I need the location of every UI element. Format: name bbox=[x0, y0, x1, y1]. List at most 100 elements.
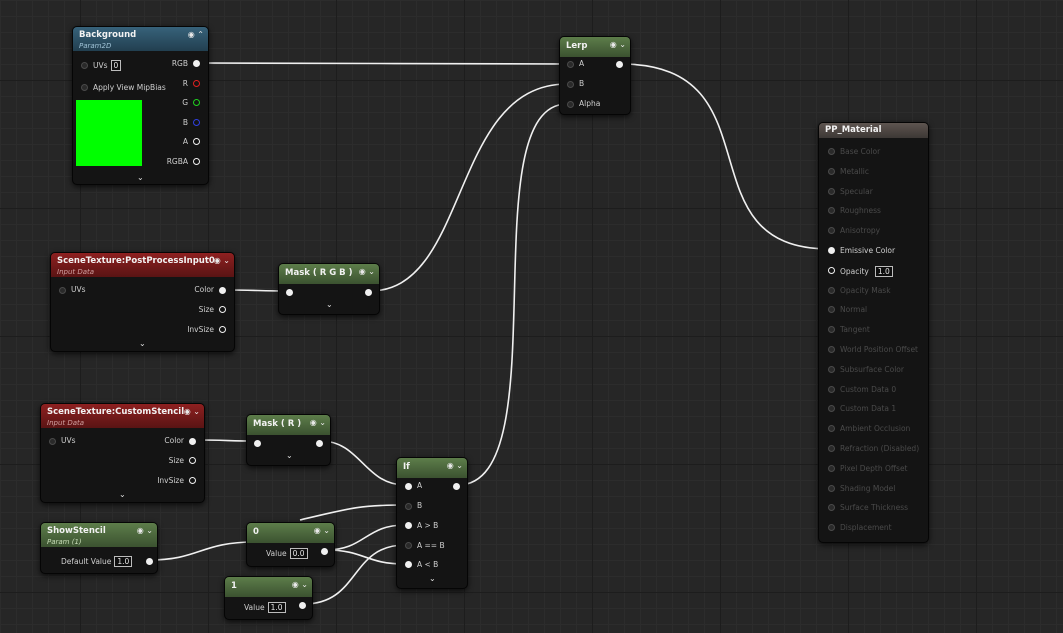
output-invsize-pin[interactable] bbox=[189, 477, 196, 484]
uvs-value-field[interactable]: 0 bbox=[110, 60, 122, 71]
output-color-pin[interactable] bbox=[219, 287, 226, 294]
material-input-pin[interactable] bbox=[828, 306, 835, 314]
node-title: ShowStencil bbox=[47, 526, 106, 536]
node-header[interactable]: ShowStencil Param (1) ◉ ⌄ bbox=[41, 523, 157, 547]
node-header[interactable]: If ◉ ⌄ bbox=[397, 458, 467, 478]
input-b-pin[interactable] bbox=[405, 503, 412, 510]
preview-toggle-icon[interactable]: ◉ ⌄ bbox=[183, 407, 200, 416]
output-size-pin[interactable] bbox=[189, 457, 196, 464]
expand-chevron-icon[interactable]: ⌄ bbox=[286, 451, 293, 460]
output-pin[interactable] bbox=[321, 548, 328, 555]
input-alpha-pin[interactable] bbox=[567, 101, 574, 108]
input-altb-pin[interactable] bbox=[405, 561, 412, 568]
node-header[interactable]: SceneTexture:CustomStencil Input Data ◉ … bbox=[41, 404, 204, 428]
material-input-pin[interactable] bbox=[828, 445, 835, 452]
apply-mipbias-pin[interactable] bbox=[81, 84, 88, 91]
output-b-pin[interactable] bbox=[193, 119, 200, 126]
output-pin[interactable] bbox=[365, 289, 372, 296]
output-color-pin[interactable] bbox=[189, 438, 196, 445]
scenetexture-postprocess-node[interactable]: SceneTexture:PostProcessInput0 Input Dat… bbox=[50, 252, 235, 352]
preview-toggle-icon[interactable]: ◉ ⌄ bbox=[291, 580, 308, 589]
material-input-pin[interactable] bbox=[828, 247, 835, 254]
preview-toggle-icon[interactable]: ◉ ⌄ bbox=[309, 418, 326, 427]
preview-toggle-icon[interactable]: ◉ ⌄ bbox=[313, 526, 330, 535]
input-aeqb-pin[interactable] bbox=[405, 542, 412, 549]
material-input-pin[interactable] bbox=[828, 326, 835, 334]
material-input-pin[interactable] bbox=[828, 207, 835, 215]
lerp-node[interactable]: Lerp ◉ ⌄ A B Alpha bbox=[559, 36, 631, 115]
material-input-pin[interactable] bbox=[828, 484, 835, 492]
default-value-field[interactable]: 1.0 bbox=[114, 556, 133, 567]
uvs-input-pin[interactable] bbox=[81, 62, 88, 69]
preview-toggle-icon[interactable]: ◉ ⌄ bbox=[609, 40, 626, 49]
preview-toggle-icon[interactable]: ◉ ⌄ bbox=[358, 267, 375, 276]
input-pin[interactable] bbox=[254, 440, 261, 447]
value-field[interactable]: 0.0 bbox=[289, 548, 308, 559]
output-pin[interactable] bbox=[146, 558, 153, 565]
node-header[interactable]: Mask ( R G B ) ◉ ⌄ bbox=[279, 264, 379, 284]
material-input-pin[interactable] bbox=[828, 266, 835, 274]
output-rgb-pin[interactable] bbox=[193, 60, 200, 67]
preview-toggle-icon[interactable]: ◉ ⌄ bbox=[213, 256, 230, 265]
material-input-pin[interactable] bbox=[828, 227, 835, 235]
node-header[interactable]: Lerp ◉ ⌄ bbox=[560, 37, 630, 57]
input-a-pin[interactable] bbox=[405, 483, 412, 490]
output-r-pin[interactable] bbox=[193, 80, 200, 87]
input-pin[interactable] bbox=[286, 289, 293, 296]
node-header[interactable]: 0 ◉ ⌄ bbox=[247, 523, 334, 543]
if-node[interactable]: If ◉ ⌄ A B A > B A == B A < B ⌄ bbox=[396, 457, 468, 589]
material-input-pin[interactable] bbox=[828, 464, 835, 472]
output-rgba-pin[interactable] bbox=[193, 158, 200, 165]
material-input-pin[interactable] bbox=[828, 365, 835, 373]
material-input-pin[interactable] bbox=[828, 425, 835, 433]
expand-chevron-icon[interactable]: ⌄ bbox=[326, 300, 333, 309]
material-input-pin[interactable] bbox=[828, 524, 835, 532]
node-header[interactable]: PP_Material bbox=[819, 123, 928, 138]
uvs-input-pin[interactable] bbox=[59, 287, 66, 294]
node-header[interactable]: Mask ( R ) ◉ ⌄ bbox=[247, 415, 330, 435]
material-input-pin[interactable] bbox=[828, 504, 835, 512]
uvs-input-pin[interactable] bbox=[49, 438, 56, 445]
input-b-pin[interactable] bbox=[567, 81, 574, 88]
output-pin[interactable] bbox=[316, 440, 323, 447]
input-a-pin[interactable] bbox=[567, 61, 574, 68]
node-header[interactable]: Background Param2D ◉ ⌃ bbox=[73, 27, 208, 51]
material-input-pin[interactable] bbox=[828, 385, 835, 393]
material-input-pin[interactable] bbox=[828, 346, 835, 353]
preview-toggle-icon[interactable]: ◉ ⌄ bbox=[446, 461, 463, 470]
output-g-pin[interactable] bbox=[193, 99, 200, 106]
material-input-label: Specular bbox=[840, 186, 873, 196]
input-agtb-pin[interactable] bbox=[405, 522, 412, 529]
value-label: Value bbox=[266, 549, 287, 558]
output-pin[interactable] bbox=[299, 602, 306, 609]
output-pin[interactable] bbox=[616, 61, 623, 68]
output-invsize-pin[interactable] bbox=[219, 326, 226, 333]
value-field[interactable]: 1.0 bbox=[267, 602, 286, 613]
expand-chevron-icon[interactable]: ⌄ bbox=[137, 173, 144, 182]
scenetexture-customstencil-node[interactable]: SceneTexture:CustomStencil Input Data ◉ … bbox=[40, 403, 205, 503]
preview-toggle-icon[interactable]: ◉ ⌄ bbox=[136, 526, 153, 535]
expand-chevron-icon[interactable]: ⌄ bbox=[139, 339, 146, 348]
mask-r-node[interactable]: Mask ( R ) ◉ ⌄ ⌄ bbox=[246, 414, 331, 466]
material-input-pin[interactable] bbox=[828, 148, 835, 155]
material-input-pin[interactable] bbox=[828, 167, 835, 175]
output-pin[interactable] bbox=[453, 483, 460, 490]
expand-chevron-icon[interactable]: ⌄ bbox=[119, 490, 126, 499]
output-a-pin[interactable] bbox=[193, 138, 200, 145]
expand-chevron-icon[interactable]: ⌄ bbox=[429, 574, 436, 583]
mask-rgb-node[interactable]: Mask ( R G B ) ◉ ⌄ ⌄ bbox=[278, 263, 380, 315]
material-input-pin[interactable] bbox=[828, 405, 835, 413]
material-input-label: Refraction (Disabled) bbox=[840, 444, 920, 453]
node-header[interactable]: 1 ◉ ⌄ bbox=[225, 577, 312, 597]
material-input-pin[interactable] bbox=[828, 286, 835, 294]
material-input-pin[interactable] bbox=[828, 187, 835, 195]
opacity-value-field[interactable]: 1.0 bbox=[874, 265, 893, 277]
output-size-pin[interactable] bbox=[219, 306, 226, 313]
node-header[interactable]: SceneTexture:PostProcessInput0 Input Dat… bbox=[51, 253, 234, 277]
preview-toggle-icon[interactable]: ◉ ⌃ bbox=[187, 30, 204, 39]
